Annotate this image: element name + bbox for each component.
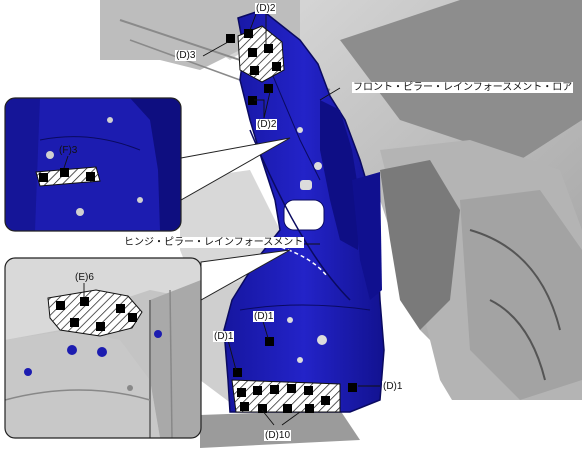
weld-spot-marker xyxy=(265,337,274,346)
weld-spot-marker xyxy=(70,318,79,327)
weld-spot-marker xyxy=(128,313,137,322)
weld-spot-marker xyxy=(348,383,357,392)
label-front-pillar-reinforcement-lower: フロント・ピラー・レインフォースメント・ロア xyxy=(352,82,574,93)
weld-spot-marker xyxy=(321,396,330,405)
weld-spot-marker xyxy=(248,96,257,105)
weld-spot-marker xyxy=(283,404,292,413)
weld-spot-marker xyxy=(96,322,105,331)
weld-spot-marker xyxy=(86,172,95,181)
label-hinge-pillar-reinforcement: ヒンジ・ピラー・レインフォースメント xyxy=(123,237,305,248)
weld-spot-marker xyxy=(270,385,279,394)
weld-spot-marker xyxy=(116,304,125,313)
weld-spot-marker xyxy=(233,368,242,377)
body-structure xyxy=(100,0,582,448)
inset-detail-e6 xyxy=(4,257,202,439)
weld-spot-marker xyxy=(60,168,69,177)
weld-spot-marker xyxy=(39,173,48,182)
weld-spot-marker xyxy=(248,48,257,57)
weld-spot-marker xyxy=(240,402,249,411)
weld-spot-marker xyxy=(304,386,313,395)
label-e6: (E)6 xyxy=(75,272,94,283)
label-d2-mid: (D)2 xyxy=(256,119,278,130)
weld-spot-markers-main xyxy=(226,29,357,413)
weld-spot-marker xyxy=(287,384,296,393)
weld-spot-marker xyxy=(264,44,273,53)
weld-spot-marker xyxy=(272,62,281,71)
weld-spot-marker xyxy=(80,297,89,306)
label-d2-top: (D)2 xyxy=(255,3,277,14)
weld-spot-marker xyxy=(244,29,253,38)
weld-spot-marker xyxy=(264,84,273,93)
label-d10: (D)10 xyxy=(264,430,292,441)
inset-detail-f3 xyxy=(4,97,182,232)
weld-spot-marker xyxy=(237,388,246,397)
weld-spot-marker xyxy=(250,66,259,75)
weld-spot-marker xyxy=(305,404,314,413)
label-d3: (D)3 xyxy=(175,50,197,61)
label-d1-c: (D)1 xyxy=(382,381,404,392)
weld-spot-marker xyxy=(258,404,267,413)
weld-spot-marker xyxy=(226,34,235,43)
weld-spot-marker xyxy=(56,301,65,310)
label-d1-b: (D)1 xyxy=(213,331,235,342)
label-f3: (F)3 xyxy=(59,145,78,156)
label-d1-a: (D)1 xyxy=(253,311,275,322)
weld-spot-marker xyxy=(253,386,262,395)
